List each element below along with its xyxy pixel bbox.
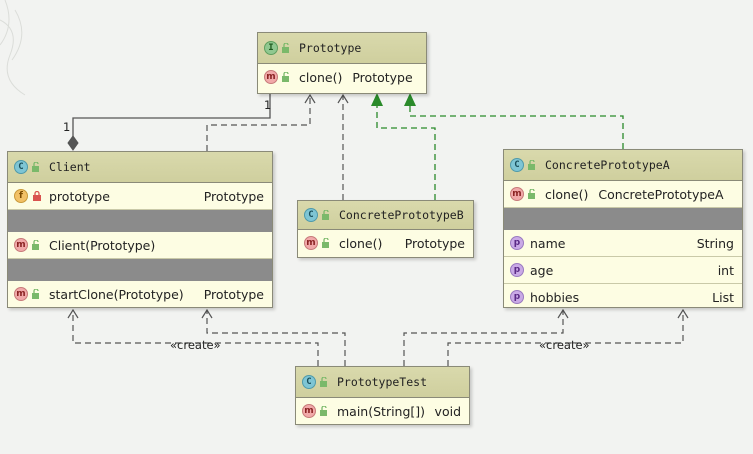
method-row[interactable]: m main(String[]) void	[296, 398, 469, 424]
method-icon: m	[510, 187, 524, 201]
method-row[interactable]: m startClone(Prototype) Prototype	[8, 281, 272, 307]
create-label-right: «create»	[539, 338, 590, 352]
class-header-prototype[interactable]: I Prototype	[258, 33, 426, 64]
class-icon: C	[510, 158, 524, 172]
property-row[interactable]: p name String	[504, 230, 742, 257]
private-lock-icon	[33, 191, 41, 201]
public-icon	[32, 162, 39, 172]
class-header-concrete-prototype-b[interactable]: C ConcretePrototypeB	[298, 201, 473, 230]
class-box-prototype-test[interactable]: C PrototypeTest m main(String[]) void	[295, 366, 470, 425]
method-type: ConcretePrototypeA	[598, 186, 724, 202]
method-type: Prototype	[404, 235, 465, 251]
field-icon: f	[14, 189, 28, 203]
public-icon	[322, 210, 329, 220]
public-icon	[320, 377, 327, 387]
property-icon: p	[510, 263, 524, 277]
class-box-concrete-prototype-b[interactable]: C ConcretePrototypeB m clone() Prototype	[297, 200, 474, 258]
public-icon	[282, 72, 289, 82]
constructor-name: Client(Prototype)	[49, 237, 156, 253]
class-box-prototype[interactable]: I Prototype m clone() Prototype	[257, 32, 427, 94]
method-name: clone()	[299, 69, 343, 85]
method-icon: m	[264, 70, 278, 84]
multiplicity-label-prototype: 1	[264, 98, 272, 112]
class-icon: C	[302, 375, 316, 389]
class-name: ConcretePrototypeA	[545, 158, 670, 172]
section-separator	[8, 210, 272, 232]
method-name: clone()	[545, 186, 589, 202]
section-separator	[8, 259, 272, 281]
method-name: main(String[])	[337, 403, 426, 419]
class-name: ConcretePrototypeB	[339, 208, 464, 222]
method-icon: m	[14, 238, 28, 252]
property-name: age	[530, 262, 554, 278]
field-type: Prototype	[203, 188, 264, 204]
property-name: name	[530, 235, 566, 251]
public-icon	[32, 289, 39, 299]
method-type: Prototype	[352, 69, 413, 85]
method-row[interactable]: m clone() Prototype	[258, 64, 426, 90]
class-icon: C	[14, 160, 28, 174]
constructor-row[interactable]: m Client(Prototype)	[8, 232, 272, 259]
class-name: Client	[49, 160, 91, 174]
class-header-client[interactable]: C Client	[8, 152, 272, 183]
method-name: startClone(Prototype)	[49, 286, 184, 302]
class-icon: C	[304, 208, 318, 222]
public-icon	[322, 238, 329, 248]
method-row[interactable]: m clone() Prototype	[298, 230, 473, 256]
method-name: clone()	[339, 235, 383, 251]
method-type: Prototype	[203, 286, 264, 302]
public-icon	[32, 240, 39, 250]
field-row[interactable]: f prototype Prototype	[8, 183, 272, 210]
public-icon	[528, 160, 535, 170]
property-row[interactable]: p age int	[504, 257, 742, 284]
create-label-left: «create»	[170, 338, 221, 352]
public-icon	[320, 406, 327, 416]
class-name: Prototype	[299, 41, 362, 55]
class-name: PrototypeTest	[337, 375, 428, 389]
property-type: int	[717, 262, 734, 278]
class-box-client[interactable]: C Client f prototype Prototype m Client(…	[7, 151, 273, 308]
field-name: prototype	[49, 188, 110, 204]
class-header-concrete-prototype-a[interactable]: C ConcretePrototypeA	[504, 150, 742, 181]
property-icon: p	[510, 290, 524, 304]
property-row[interactable]: p hobbies List	[504, 284, 742, 310]
class-header-prototype-test[interactable]: C PrototypeTest	[296, 367, 469, 398]
property-type: List	[712, 289, 734, 305]
section-separator	[504, 208, 742, 230]
interface-icon: I	[264, 41, 278, 55]
method-icon: m	[14, 287, 28, 301]
public-icon	[282, 43, 289, 53]
method-icon: m	[302, 404, 316, 418]
method-row[interactable]: m clone() ConcretePrototypeA	[504, 181, 742, 208]
public-icon	[528, 189, 535, 199]
property-type: String	[696, 235, 734, 251]
class-box-concrete-prototype-a[interactable]: C ConcretePrototypeA m clone() ConcreteP…	[503, 149, 743, 308]
property-name: hobbies	[530, 289, 580, 305]
multiplicity-label-client: 1	[63, 120, 71, 134]
property-icon: p	[510, 236, 524, 250]
method-icon: m	[304, 236, 318, 250]
method-type: void	[434, 403, 461, 419]
